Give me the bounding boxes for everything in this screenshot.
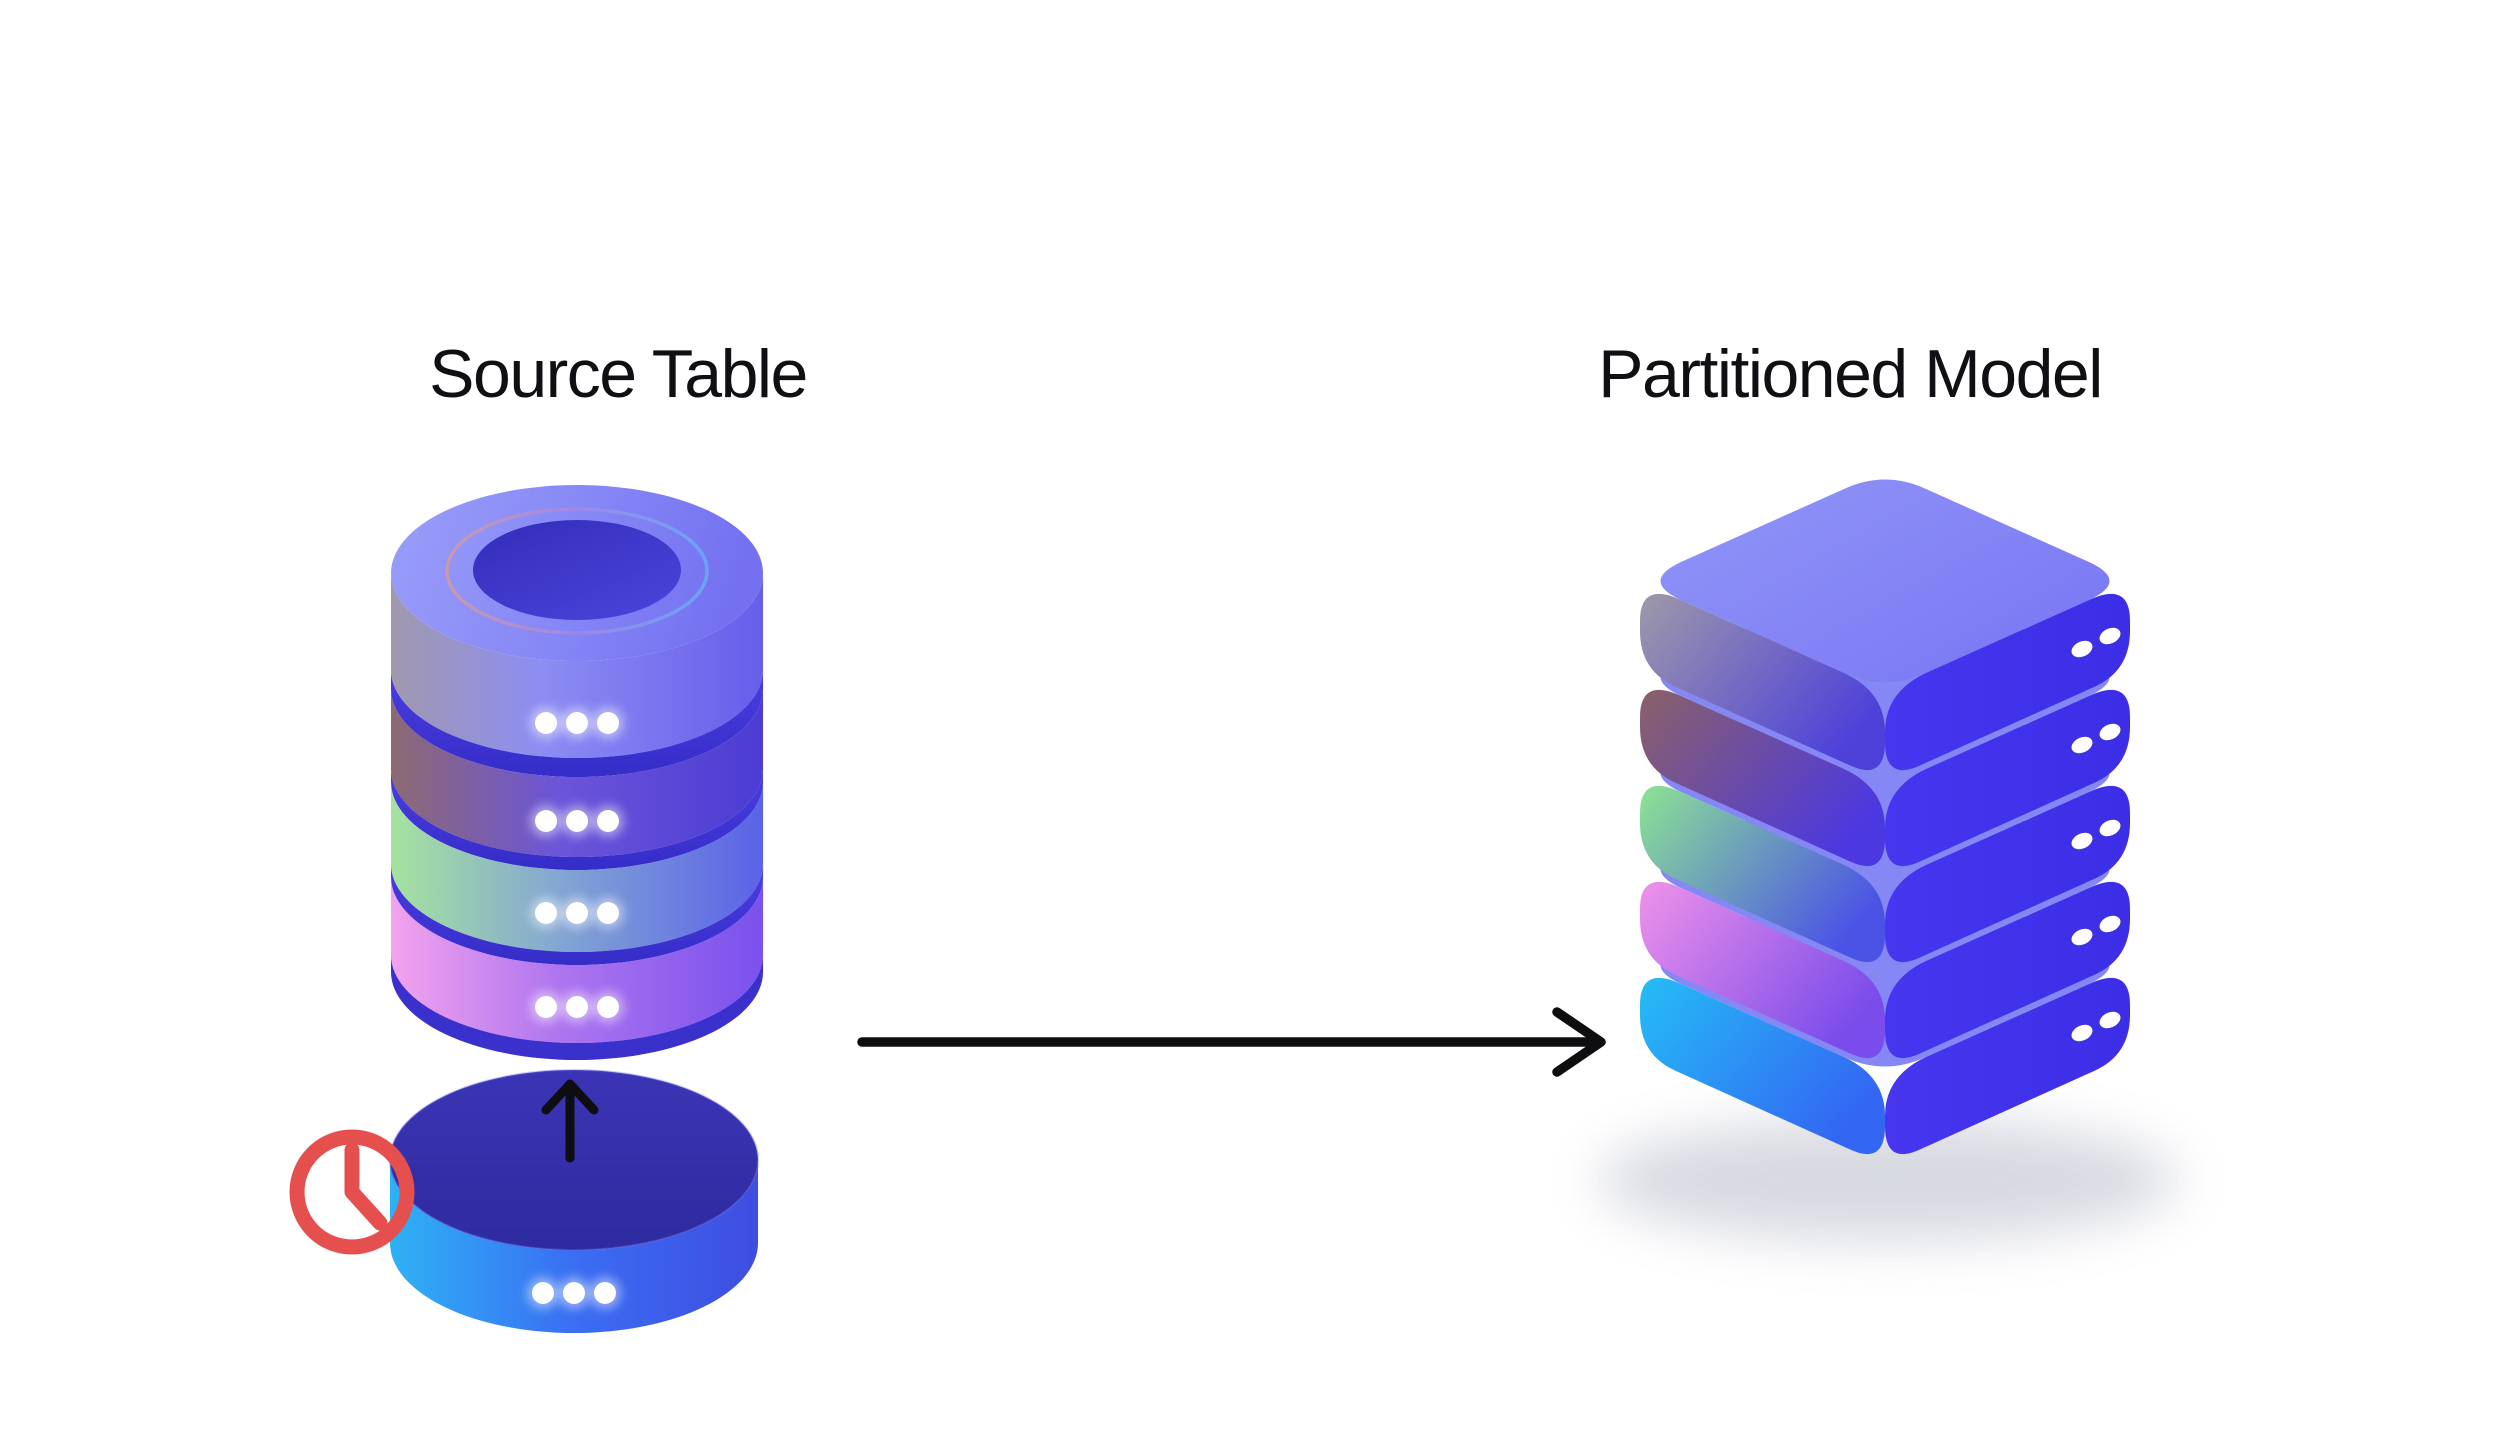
clock-icon [289,1129,415,1255]
layer-right-face [1885,785,2130,963]
cylinder-top-sheen [445,507,709,635]
cylinder-layer-3 [391,782,763,952]
cylinder-hole [473,520,681,620]
database-cylinder [391,485,763,1060]
cylinder-bottom-rim [391,955,763,1060]
partitioned-model-illustration [1598,479,2178,1242]
layer-left-face [1640,785,1885,963]
layer-led-dots [2071,915,2121,946]
disk-side [390,1160,758,1333]
cylinder-layer-1 [391,573,763,758]
layer-led-dots [2071,819,2121,850]
up-arrow-icon [541,1079,599,1163]
layer-led-dots [2071,723,2121,754]
partitioned-model-title: Partitioned Model [1598,336,2103,412]
source-table-title: Source Table [429,336,808,412]
layer-led-dots [2071,627,2121,658]
flow-arrow [857,1007,1606,1077]
disk-dots [527,1277,621,1309]
cylinder-separator [391,670,763,777]
layer-left-face [1640,881,1885,1059]
source-table-illustration [289,485,763,1333]
layer-right-face [1885,977,2130,1155]
layer-left-face [1640,689,1885,867]
cylinder-layer-2 [391,689,763,857]
layer-dots [530,707,624,1023]
layer-left-face [1640,593,1885,771]
model-layer-1 [1640,479,2130,771]
layer-right-face [1885,689,2130,867]
layer-top-face [1660,479,2110,683]
stack-shadow [1598,1118,2178,1242]
layer-right-face [1885,593,2130,771]
layer-left-face [1640,977,1885,1155]
layer-led-dots [2071,1011,2121,1042]
layer-right-face [1885,881,2130,1059]
cylinder-layer-4 [391,877,763,1043]
